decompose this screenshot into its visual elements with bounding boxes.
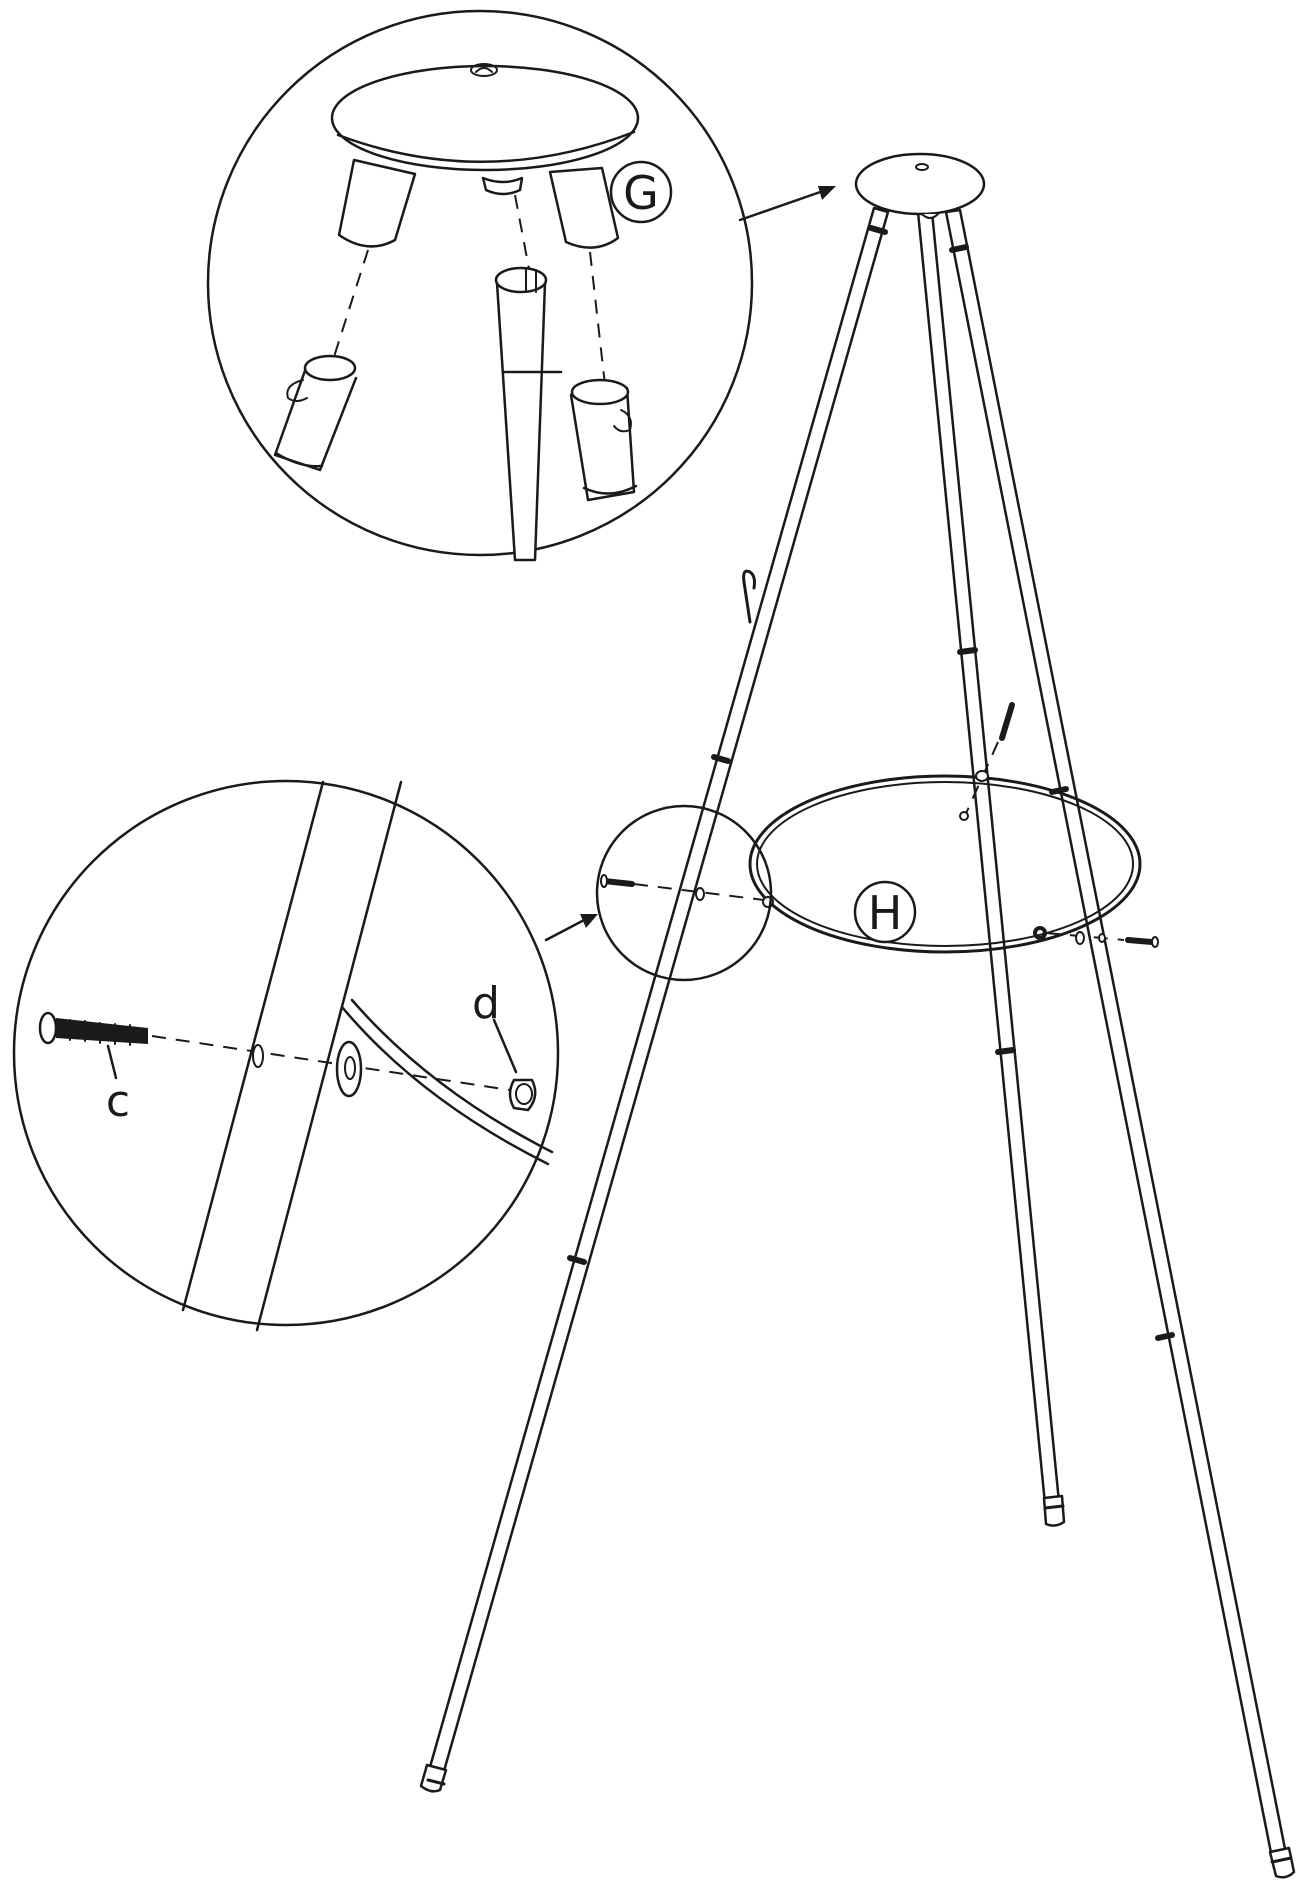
ring: [748, 774, 1142, 954]
bolt-label-c: c: [106, 1076, 130, 1127]
detail-circle-c-d: [12, 779, 560, 1332]
detail-circle-g: [206, 9, 754, 562]
hook: [742, 569, 756, 624]
detail-g-label: G: [623, 166, 659, 220]
arrow-detail-c-d: [544, 914, 598, 942]
part-label-h: H: [853, 880, 917, 944]
ring-bracket-right: [1033, 926, 1159, 948]
part-label-h-text: H: [868, 886, 903, 940]
tripod-leg-left: [419, 206, 890, 1793]
detail-circle-c-d-target: [595, 804, 773, 982]
nut-label-d: d: [472, 978, 500, 1029]
tripod-leg-right: [944, 208, 1296, 1879]
ring-bracket-left: [600, 874, 774, 908]
top-plate: [854, 152, 986, 219]
ring-bracket-back: [959, 702, 1015, 821]
arrow-detail-g: [738, 186, 836, 222]
tripod: [419, 152, 1296, 1879]
